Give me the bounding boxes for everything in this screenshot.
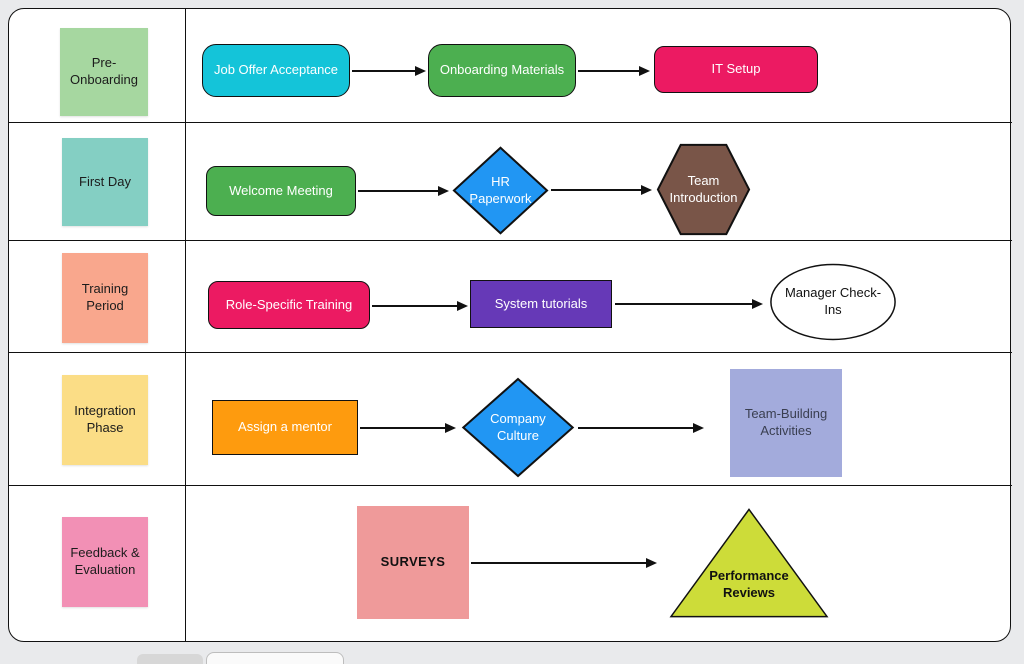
node-surveys[interactable]: SURVEYS bbox=[357, 506, 469, 619]
sticky-training-period[interactable]: Training Period bbox=[62, 253, 148, 343]
sticky-feedback-evaluation[interactable]: Feedback & Evaluation bbox=[62, 517, 148, 607]
partial-shape bbox=[206, 652, 344, 664]
hexagon-shape bbox=[656, 143, 751, 236]
lane-divider bbox=[9, 352, 1012, 353]
node-label: Role-Specific Training bbox=[225, 296, 353, 312]
sticky-label: Feedback & Evaluation bbox=[70, 545, 140, 577]
triangle-shape bbox=[666, 506, 832, 620]
node-performance-reviews[interactable]: Performance Reviews bbox=[666, 506, 832, 620]
node-label: Onboarding Materials bbox=[439, 62, 565, 78]
arrow-connector[interactable] bbox=[578, 422, 704, 433]
node-team-building-activities[interactable]: Team-Building Activities bbox=[730, 369, 842, 477]
diamond-shape bbox=[452, 146, 549, 235]
node-welcome-meeting[interactable]: Welcome Meeting bbox=[206, 166, 356, 216]
arrow-connector[interactable] bbox=[358, 185, 449, 196]
sticky-label: Training Period bbox=[81, 281, 129, 313]
node-system-tutorials[interactable]: System tutorials bbox=[470, 280, 612, 328]
node-label: Company Culture bbox=[490, 410, 546, 443]
node-label: Job Offer Acceptance bbox=[213, 62, 339, 78]
lane-divider bbox=[9, 122, 1012, 123]
node-label: HR Paperwork bbox=[469, 173, 532, 206]
ellipse-shape bbox=[769, 263, 897, 341]
node-hr-paperwork[interactable]: HR Paperwork bbox=[452, 146, 549, 235]
partial-shape bbox=[137, 654, 203, 664]
node-it-setup[interactable]: IT Setup bbox=[654, 46, 818, 93]
sticky-label: First Day bbox=[79, 173, 131, 189]
node-label: Team-Building Activities bbox=[744, 406, 828, 438]
node-team-introduction[interactable]: Team Introduction bbox=[656, 143, 751, 236]
lane-divider bbox=[9, 485, 1012, 486]
arrow-connector[interactable] bbox=[551, 184, 652, 195]
arrow-connector[interactable] bbox=[360, 422, 456, 433]
diamond-shape bbox=[461, 377, 575, 478]
node-manager-check-ins[interactable]: Manager Check-Ins bbox=[769, 263, 897, 341]
node-onboarding-materials[interactable]: Onboarding Materials bbox=[428, 44, 576, 97]
node-job-offer-acceptance[interactable]: Job Offer Acceptance bbox=[202, 44, 350, 97]
lane-divider bbox=[9, 240, 1012, 241]
node-label: Manager Check-Ins bbox=[784, 285, 882, 317]
node-label: System tutorials bbox=[494, 295, 588, 311]
node-label: Welcome Meeting bbox=[229, 182, 333, 198]
sticky-pre-onboarding[interactable]: Pre-Onboarding bbox=[60, 28, 148, 116]
arrow-connector[interactable] bbox=[578, 65, 650, 76]
arrow-connector[interactable] bbox=[352, 65, 426, 76]
node-label: Team Introduction bbox=[669, 172, 738, 205]
sticky-first-day[interactable]: First Day bbox=[62, 138, 148, 226]
sticky-integration-phase[interactable]: Integration Phase bbox=[62, 375, 148, 465]
arrow-connector[interactable] bbox=[471, 557, 657, 568]
node-label: Assign a mentor bbox=[238, 419, 332, 435]
node-label: IT Setup bbox=[711, 61, 761, 77]
node-label: SURVEYS bbox=[380, 554, 446, 570]
node-assign-a-mentor[interactable]: Assign a mentor bbox=[212, 400, 358, 455]
node-label: Performance Reviews bbox=[709, 568, 789, 600]
arrow-connector[interactable] bbox=[372, 300, 468, 311]
node-role-specific-training[interactable]: Role-Specific Training bbox=[208, 281, 370, 329]
lane-label-divider bbox=[185, 9, 186, 641]
arrow-connector[interactable] bbox=[615, 298, 763, 309]
sticky-label: Integration Phase bbox=[74, 403, 136, 435]
node-company-culture[interactable]: Company Culture bbox=[461, 377, 575, 478]
sticky-label: Pre-Onboarding bbox=[70, 55, 138, 87]
